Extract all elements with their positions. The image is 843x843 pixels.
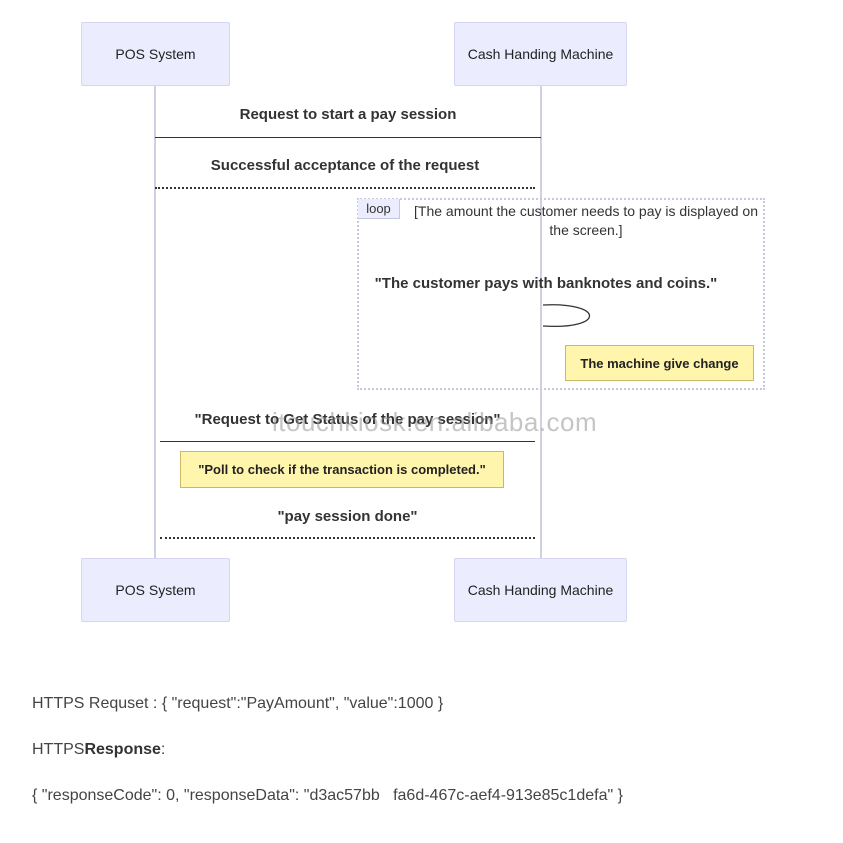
actor-cash-machine-bottom: Cash Handing Machine <box>454 558 627 622</box>
actor-pos-system-bottom: POS System <box>81 558 230 622</box>
note-poll: "Poll to check if the transaction is com… <box>180 451 504 488</box>
response-bold: Response <box>84 741 161 758</box>
actor-label: POS System <box>115 582 196 598</box>
https-response-body: { "responseCode": 0, "responseData": "d3… <box>32 787 623 804</box>
arrow-start-session <box>155 137 541 138</box>
https-response-heading: HTTPSResponse: <box>32 741 165 759</box>
https-request-line: HTTPS Requset : { "request":"PayAmount",… <box>32 695 444 712</box>
actor-label: POS System <box>115 46 196 62</box>
lifeline-pos-system <box>154 86 156 558</box>
actor-cash-machine-top: Cash Handing Machine <box>454 22 627 86</box>
watermark: itouchkiosk.en.alibaba.com <box>272 407 598 437</box>
response-prefix: HTTPS <box>32 741 85 758</box>
loop-condition-line-2: the screen.] <box>549 222 623 238</box>
self-loop-arrow <box>542 304 590 328</box>
message-start-session: Request to start a pay session <box>239 106 457 123</box>
actor-pos-system-top: POS System <box>81 22 230 86</box>
loop-condition: [The amount the customer needs to pay is… <box>388 202 784 240</box>
note-machine-change: The machine give change <box>565 345 754 381</box>
lifeline-cash-machine <box>540 86 542 558</box>
message-get-status: "Request to Get Status of the pay sessio… <box>194 411 501 428</box>
response-suffix: : <box>160 741 166 758</box>
actor-label: Cash Handing Machine <box>467 582 614 598</box>
loop-frame <box>357 198 765 390</box>
arrow-session-done <box>160 537 535 539</box>
loop-condition-line-1: [The amount the customer needs to pay is… <box>414 203 758 219</box>
actor-label: Cash Handing Machine <box>467 46 614 62</box>
arrow-accept-request <box>155 187 535 189</box>
arrow-get-status <box>160 441 535 442</box>
message-customer-pays: "The customer pays with banknotes and co… <box>374 275 718 292</box>
loop-tag: loop <box>358 199 400 219</box>
message-session-done: "pay session done" <box>277 508 418 525</box>
message-accept-request: Successful acceptance of the request <box>210 157 480 174</box>
